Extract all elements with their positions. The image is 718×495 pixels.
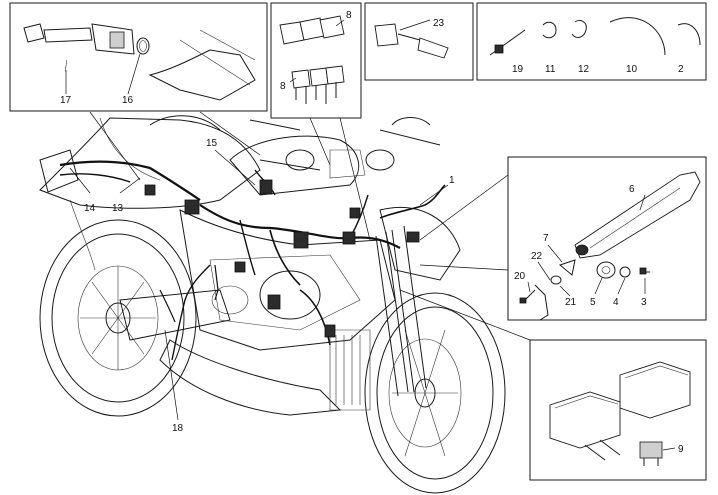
callout-13: 13	[112, 203, 124, 214]
callout-23: 23	[433, 18, 445, 29]
callout-21: 21	[565, 297, 577, 308]
callout-5: 5	[590, 297, 596, 308]
callout-8-bottom: 8	[280, 81, 286, 92]
front-wheel	[364, 292, 506, 494]
leader-lines	[69, 111, 531, 421]
callout-17: 17	[60, 95, 72, 106]
callout-8-top: 8	[346, 10, 352, 21]
rear-wheel	[39, 219, 197, 417]
callout-7: 7	[543, 233, 549, 244]
callout-10: 10	[626, 64, 638, 75]
callout-1: 1	[449, 175, 455, 186]
callout-16: 16	[122, 95, 134, 106]
inset-clips	[476, 2, 707, 81]
callout-2: 2	[678, 64, 684, 75]
inset-connector-seal	[9, 2, 268, 112]
callout-9: 9	[678, 444, 684, 455]
callout-15: 15	[206, 138, 218, 149]
inset-relays	[270, 2, 362, 119]
callout-20: 20	[514, 271, 526, 282]
callout-3: 3	[641, 297, 647, 308]
callout-18: 18	[172, 423, 184, 434]
callout-labels: 1 2 3 4 5 6 7 8 8 9 10 11 12 13 14 15 16…	[60, 10, 684, 455]
callout-11: 11	[545, 64, 556, 75]
callout-14: 14	[84, 203, 96, 214]
callout-6: 6	[629, 184, 635, 195]
callout-22: 22	[531, 251, 543, 262]
inset-side-stand	[507, 156, 707, 321]
motorcycle-illustration	[39, 115, 506, 494]
inset-relay-fuse	[529, 339, 707, 481]
inset-ground-lead	[364, 2, 474, 81]
callout-12: 12	[578, 64, 590, 75]
callout-19: 19	[512, 64, 524, 75]
callout-4: 4	[613, 297, 619, 308]
